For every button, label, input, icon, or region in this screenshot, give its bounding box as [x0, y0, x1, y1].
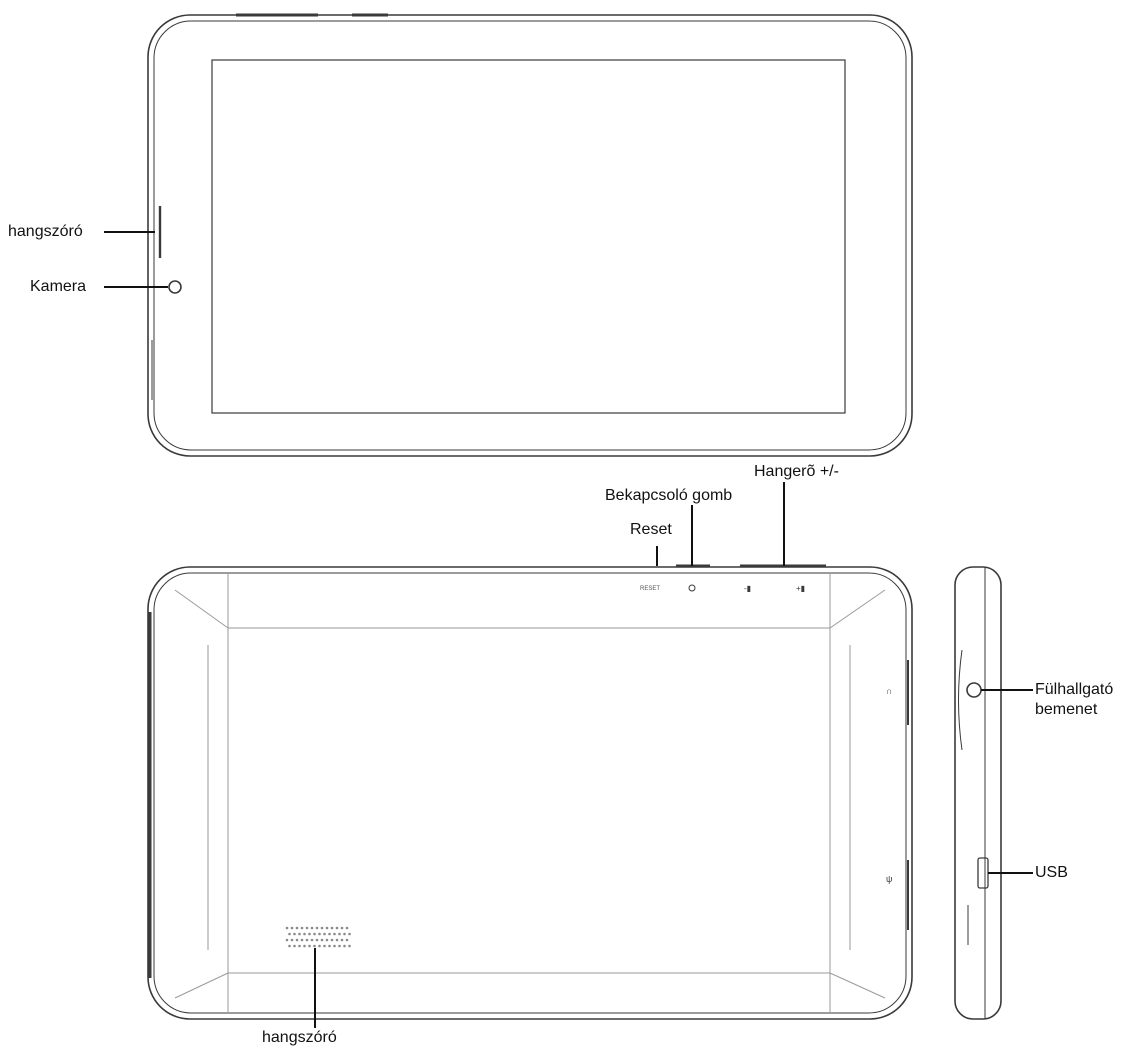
leader-lines	[104, 231, 1033, 1028]
front-screen	[211, 59, 846, 414]
speaker-grille-dot	[318, 932, 321, 936]
speaker-grille-dot	[313, 944, 316, 948]
speaker-grille-dot	[338, 944, 341, 948]
speaker-grille-dot	[295, 938, 299, 942]
speaker-grille-dot	[288, 932, 291, 936]
volume-down-icon: -▮	[744, 584, 751, 593]
headphone-label-line1: Fülhallgató	[1035, 681, 1114, 698]
speaker-grille-dot	[308, 932, 311, 936]
speaker-grille-dot	[315, 938, 319, 942]
reset-marking: RESET	[640, 586, 660, 592]
speaker-grille-dot	[303, 944, 306, 948]
speaker-grille-dot	[345, 926, 349, 930]
speaker-grille-dot	[328, 944, 331, 948]
tablet-front-view	[147, 13, 913, 457]
power-icon	[688, 584, 696, 592]
speaker-grille-dot	[323, 944, 326, 948]
speaker-grille-dot	[293, 932, 296, 936]
speaker-grille-dot	[308, 944, 311, 948]
speaker-grille-dot	[343, 932, 346, 936]
speaker-grille-dot	[340, 926, 344, 930]
speaker-grille-dot	[318, 944, 321, 948]
rear-speaker-label: hangszóró	[262, 1029, 337, 1046]
usb-icon: ψ	[886, 874, 892, 884]
power-button-label: Bekapcsoló gomb	[605, 487, 733, 504]
speaker-grille-dot	[298, 944, 301, 948]
front-speaker-label: hangszóró	[8, 223, 83, 240]
speaker-grille-dot	[325, 938, 329, 942]
speaker-grille-dot	[305, 926, 309, 930]
speaker-grille-dot	[335, 926, 339, 930]
speaker-grille-dot	[343, 944, 346, 948]
speaker-grille-dot	[300, 926, 304, 930]
tablet-side-view	[954, 566, 1002, 1020]
headphone-icon: ∩	[886, 686, 892, 696]
headphone-jack	[966, 682, 982, 698]
speaker-grille-dot	[310, 926, 314, 930]
headphone-label-line2: bemenet	[1035, 701, 1098, 718]
device-icons: -▮ +▮ ∩ ψ	[688, 584, 892, 884]
speaker-grille-dot	[338, 932, 341, 936]
speaker-grille-dot	[345, 938, 349, 942]
speaker-grille-dot	[310, 938, 314, 942]
speaker-grille-dot	[313, 932, 316, 936]
speaker-grille-dot	[305, 938, 309, 942]
speaker-grille-dot	[333, 944, 336, 948]
speaker-grille-dot	[348, 932, 351, 936]
front-camera	[168, 280, 182, 294]
usb-port	[977, 857, 989, 889]
volume-label: Hangerõ +/-	[754, 463, 839, 480]
speaker-grille-dot	[325, 926, 329, 930]
tablet-back-view	[147, 564, 913, 1020]
speaker-grille-dot	[298, 932, 301, 936]
rear-speaker-grille	[285, 926, 351, 948]
speaker-grille-dot	[335, 938, 339, 942]
speaker-grille-dot	[340, 938, 344, 942]
speaker-grille-dot	[348, 944, 351, 948]
volume-up-icon: +▮	[796, 584, 805, 593]
reset-label: Reset	[630, 521, 672, 538]
speaker-grille-dot	[285, 938, 289, 942]
usb-label: USB	[1035, 864, 1068, 881]
speaker-grille-dot	[333, 932, 336, 936]
speaker-grille-dot	[295, 926, 299, 930]
speaker-grille-dot	[285, 926, 289, 930]
speaker-grille-dot	[330, 938, 334, 942]
speaker-grille-dot	[330, 926, 334, 930]
speaker-grille-dot	[300, 938, 304, 942]
speaker-grille-dot	[303, 932, 306, 936]
speaker-grille-dot	[290, 926, 294, 930]
speaker-grille-dot	[293, 944, 296, 948]
speaker-grille-dot	[320, 938, 324, 942]
speaker-grille-dot	[288, 944, 291, 948]
front-camera-label: Kamera	[30, 278, 87, 295]
speaker-grille-dot	[320, 926, 324, 930]
speaker-grille-dot	[315, 926, 319, 930]
speaker-grille-dot	[328, 932, 331, 936]
speaker-grille-dot	[290, 938, 294, 942]
speaker-grille-dot	[323, 932, 326, 936]
